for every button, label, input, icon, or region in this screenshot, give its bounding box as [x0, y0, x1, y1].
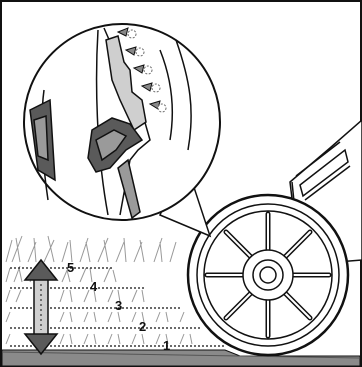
height-level-label: 3 [115, 298, 122, 313]
height-level-label: 1 [163, 338, 170, 353]
height-level-label: 5 [67, 260, 74, 275]
rear-wheel-icon [188, 195, 348, 355]
height-level-label: 2 [139, 319, 146, 334]
height-level-label: 4 [90, 279, 98, 294]
